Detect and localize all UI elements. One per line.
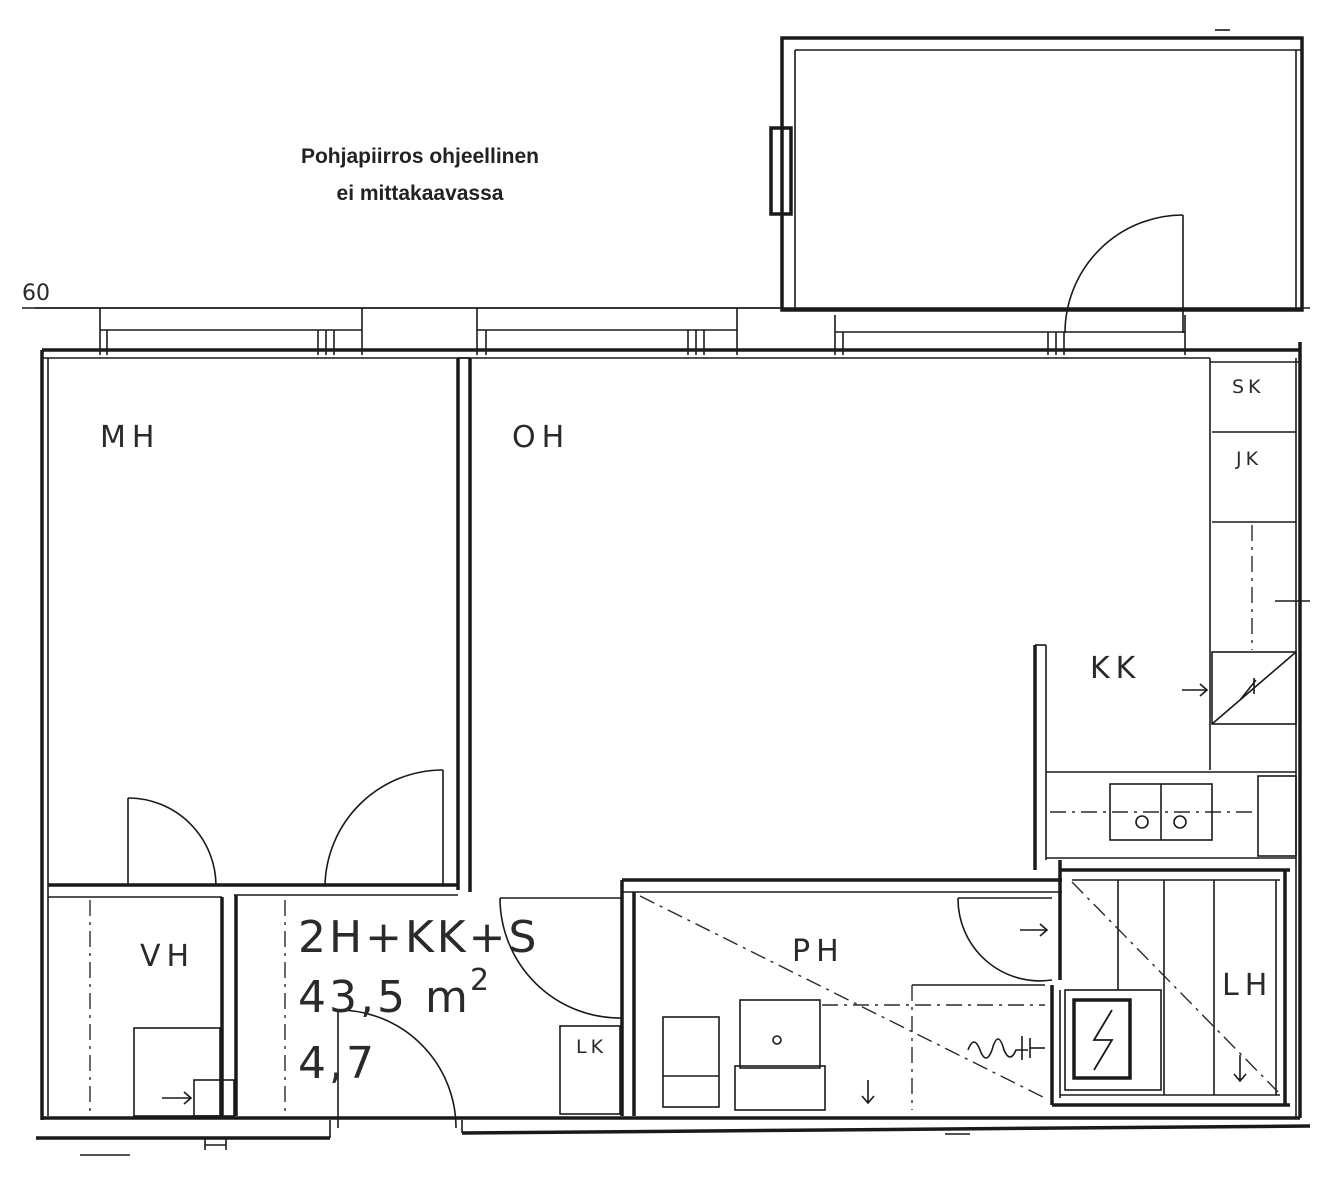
balcony: [769, 29, 1304, 334]
bathroom-fixtures: [559, 895, 1049, 1115]
room-label-mh: MH: [100, 420, 160, 455]
door-swing-mh: [324, 769, 444, 886]
cabinet-label-jk: JK: [1235, 448, 1262, 470]
sauna-heater-icon: [1072, 998, 1132, 1080]
exterior-walls: [36, 342, 1311, 1156]
apartment-code: 4,7: [298, 1038, 377, 1089]
door-swing-ph: [499, 897, 623, 1019]
interior-walls: [48, 357, 1290, 1116]
cabinet-label-sk: SK: [1232, 376, 1265, 398]
door-swing-lh: [957, 897, 1053, 982]
kitchen-fixtures: [1046, 358, 1310, 859]
window-strip: [35, 307, 1310, 355]
balcony-door-swing: [1064, 214, 1184, 334]
doors: [127, 769, 1053, 1129]
room-label-ph: PH: [792, 934, 845, 969]
note-line-1: Pohjapiirros ohjeellinen: [301, 145, 539, 168]
sauna-fixtures: [1064, 880, 1279, 1095]
apartment-type: 2H+KK+S: [298, 912, 539, 963]
room-label-vh: VH: [140, 939, 195, 974]
apartment-area-exponent: 2: [470, 963, 489, 998]
room-label-kk: KK: [1090, 651, 1141, 686]
room-label-oh: OH: [512, 420, 570, 455]
room-label-lh: LH: [1222, 968, 1273, 1003]
apartment-area: 43,5 m: [298, 972, 471, 1023]
cabinet-label-lk: LK: [576, 1036, 607, 1058]
vh-fixtures: [89, 900, 286, 1117]
radiator-icon: [967, 1038, 1028, 1059]
balcony-vent: [769, 126, 793, 216]
door-swing-mh-vh: [127, 797, 217, 887]
dimension-mark: 60: [22, 281, 50, 306]
door-swing-entrance: [337, 1009, 457, 1129]
note-line-2: ei mittakaavassa: [337, 182, 504, 205]
